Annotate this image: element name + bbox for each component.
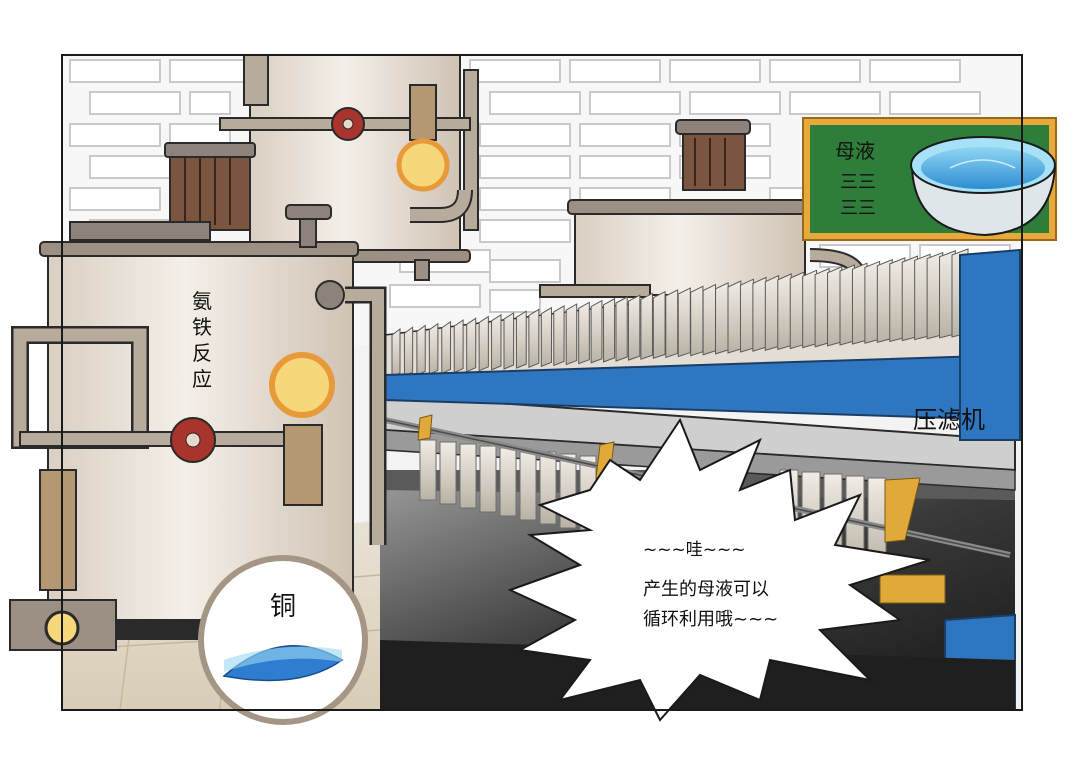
rear-reactor-tank <box>164 54 479 281</box>
filter-plate <box>515 310 527 369</box>
filter-plate <box>565 303 578 366</box>
filter-plate <box>416 324 426 377</box>
filter-plate <box>789 271 805 350</box>
filter-plate <box>478 315 489 372</box>
clamp-icon <box>417 414 433 441</box>
board-title: 母液 <box>835 139 875 163</box>
filter-plate <box>702 283 717 356</box>
filter-plate <box>503 312 515 370</box>
filter-plate <box>603 297 616 363</box>
panel-frame <box>61 54 1023 711</box>
filter-plate <box>403 326 414 377</box>
filter-plate <box>814 267 830 348</box>
tank-label-char: 铁 <box>192 315 212 339</box>
filter-plate <box>453 319 464 374</box>
filter-plate <box>540 306 552 368</box>
filter-plate <box>528 308 540 368</box>
tank-label-char: 应 <box>192 367 212 391</box>
filter-plate <box>677 287 691 358</box>
filter-plate <box>777 273 792 351</box>
pressure-gauge-icon <box>269 352 335 418</box>
filter-plate <box>627 294 641 361</box>
filter-plate <box>727 280 742 354</box>
press-label: 压滤机 <box>913 406 985 434</box>
filter-plate <box>752 276 767 352</box>
filter-plate <box>428 322 439 376</box>
speech-line-1: ~~~哇~~~ <box>643 540 745 560</box>
filter-plate <box>441 320 451 375</box>
filter-plate <box>578 301 590 365</box>
copper-inset: 铜 <box>198 555 368 725</box>
speech-line-3: 循环利用哦~~~ <box>643 609 778 630</box>
filter-plate <box>802 269 818 349</box>
filter-plate <box>391 328 401 378</box>
filter-plate <box>690 285 704 357</box>
tank-label-char: 氨 <box>192 289 212 313</box>
board-line: 三三 <box>840 172 876 193</box>
speech-bubble: ~~~哇~~~ 产生的母液可以 循环利用哦~~~ <box>507 417 931 722</box>
clamp-icon <box>884 477 921 543</box>
filter-plate <box>590 299 603 364</box>
filter-plate <box>553 305 565 367</box>
filter-press: 压滤机 <box>380 248 1021 711</box>
filter-plate <box>764 274 780 352</box>
speech-line-2: 产生的母液可以 <box>643 579 769 600</box>
filter-plate <box>715 281 729 355</box>
badge-label: 铜 <box>270 592 296 622</box>
tank-label-char: 反 <box>192 341 212 365</box>
filter-plate <box>739 278 754 353</box>
mother-liquor-board: 母液 三三 三三 <box>802 117 1057 241</box>
filter-plate <box>665 289 679 359</box>
pressure-gauge-icon <box>396 138 450 192</box>
filter-plate <box>652 290 666 360</box>
filter-plate <box>491 313 502 371</box>
filter-plate <box>466 317 477 373</box>
filter-plate <box>640 292 653 360</box>
board-line: 三三 <box>840 198 876 219</box>
filter-plate <box>615 296 628 362</box>
